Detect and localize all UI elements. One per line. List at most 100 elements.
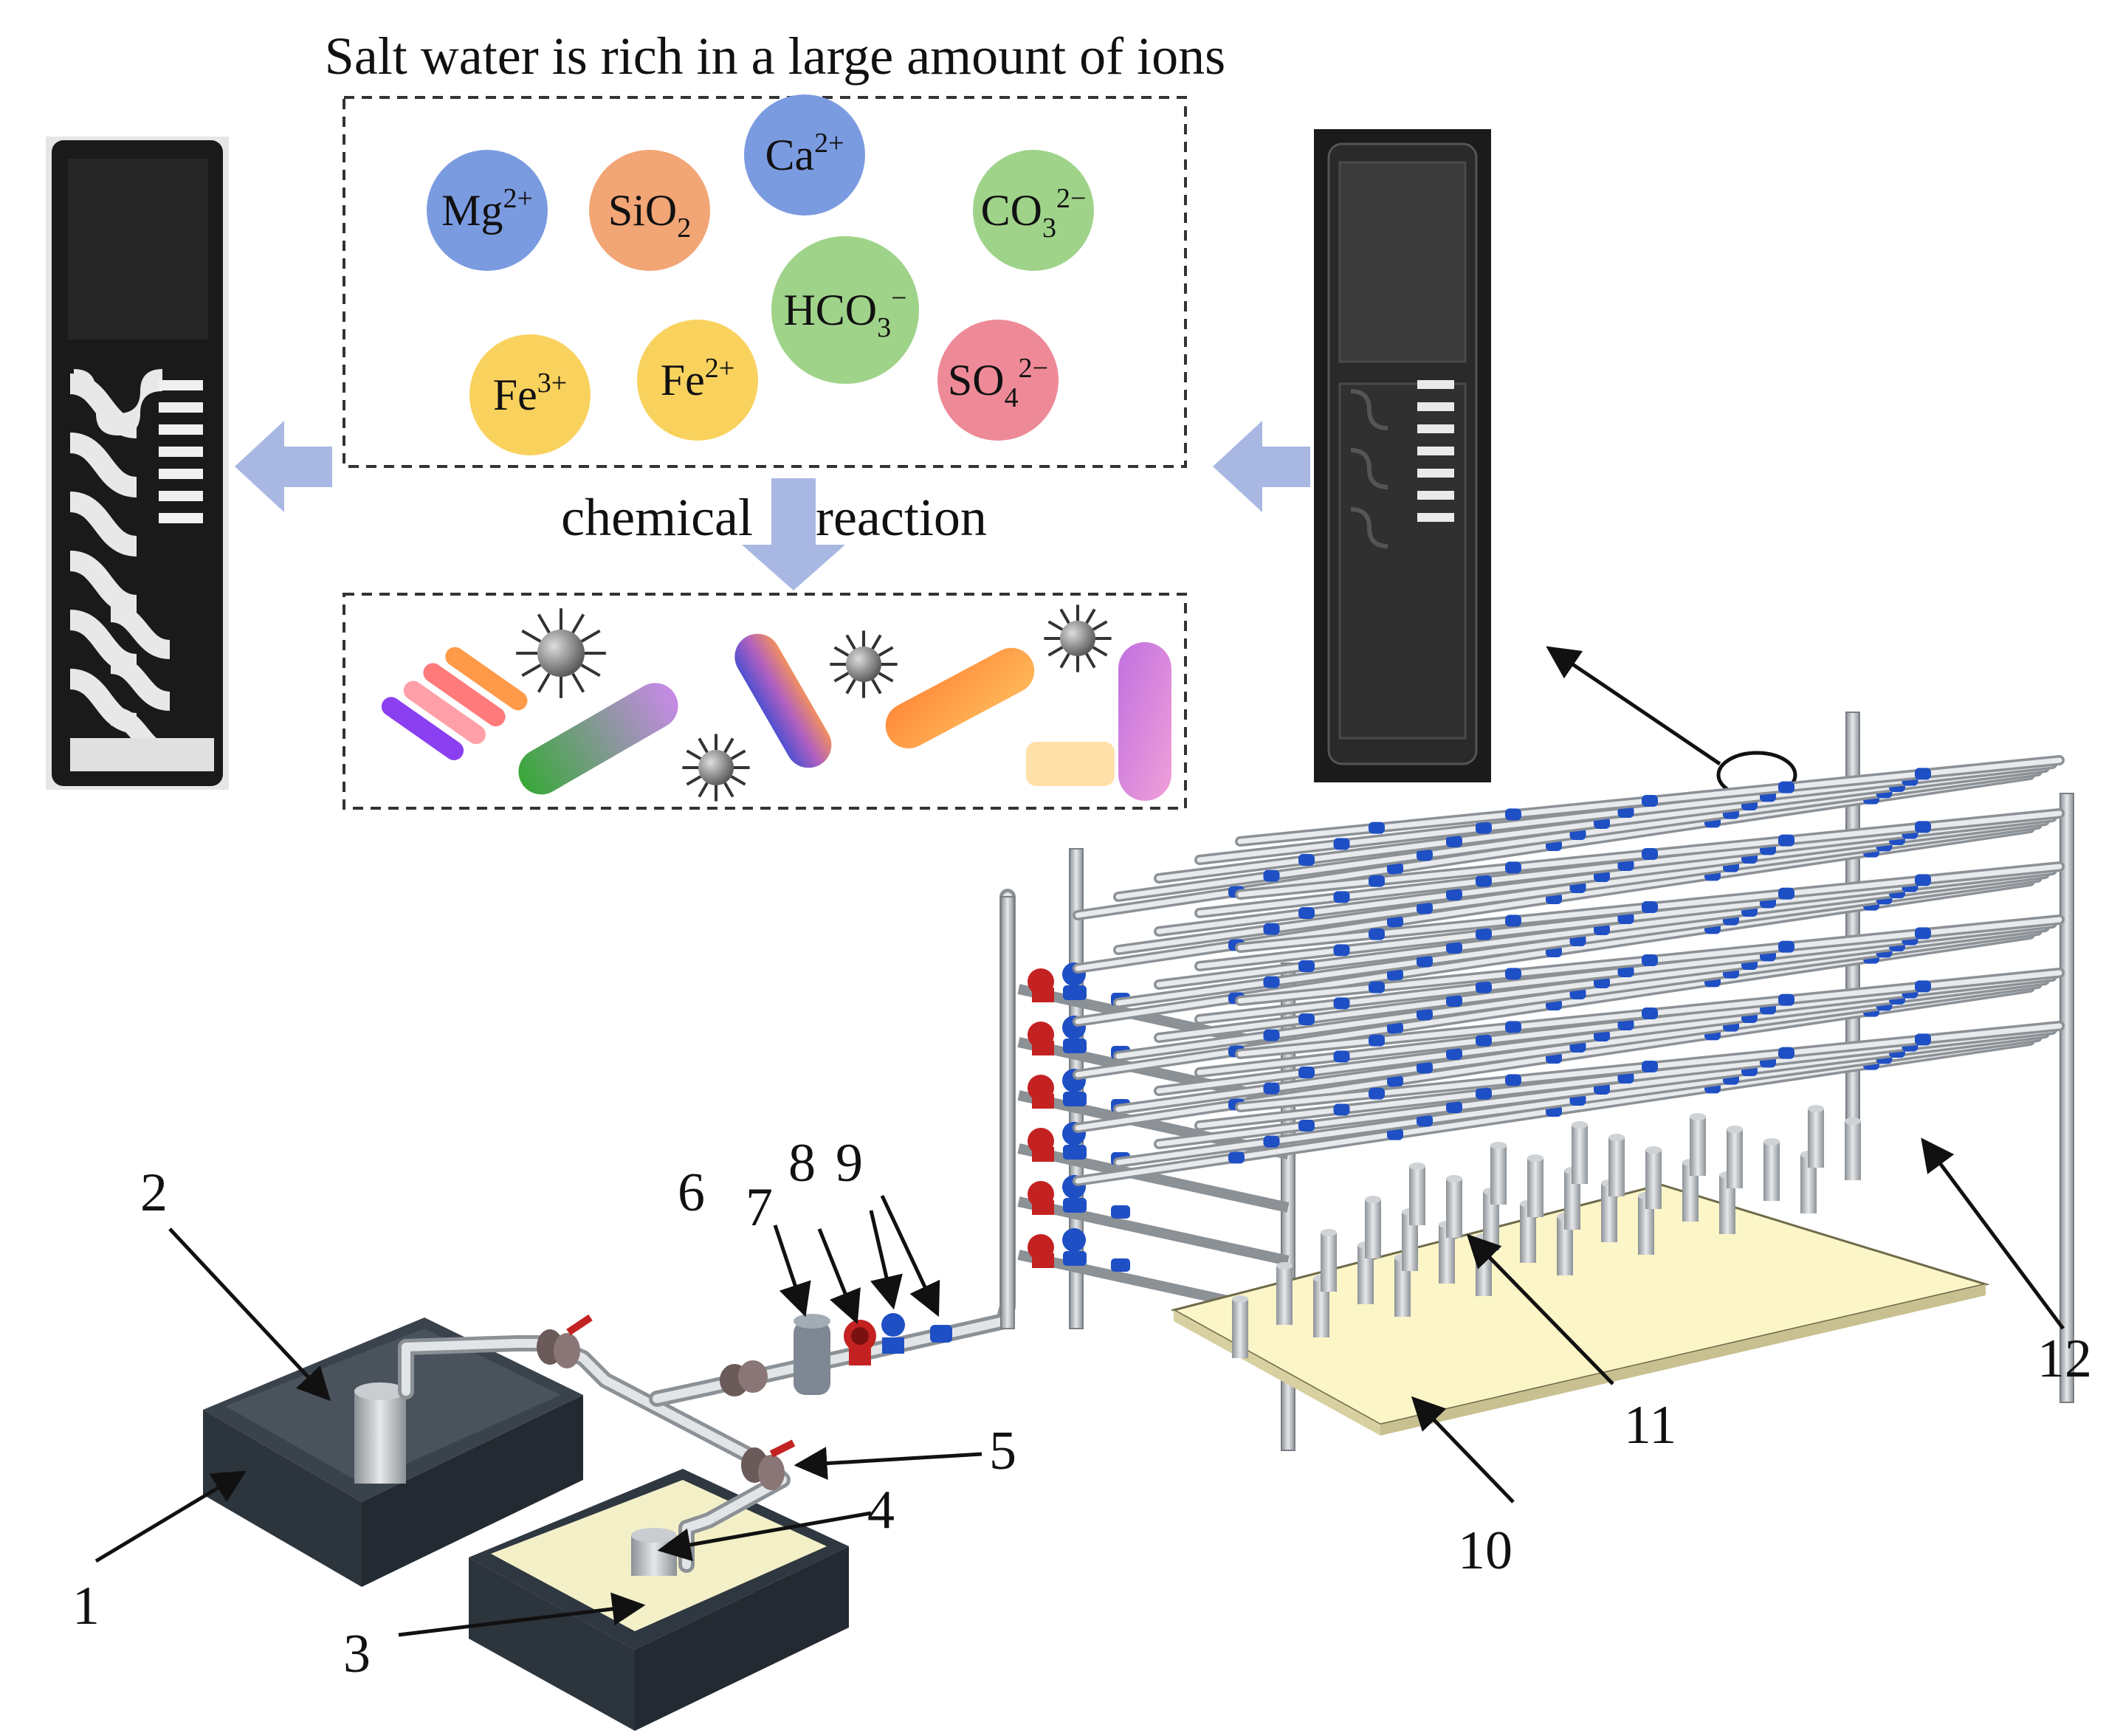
blue-sample	[1298, 907, 1315, 919]
ion-formula: Ca2+	[765, 128, 844, 179]
spiky-ball	[516, 608, 606, 698]
blue-sample	[1387, 862, 1403, 875]
blue-sample	[1387, 1022, 1403, 1034]
blue-sample	[1387, 915, 1403, 928]
blue-sample	[1476, 981, 1492, 993]
ion-5: HCO3−	[771, 236, 919, 384]
meter-body	[1063, 1251, 1087, 1266]
callout-6: 6	[678, 1162, 705, 1223]
callout-11: 11	[1624, 1395, 1676, 1456]
right-arrow	[1213, 421, 1310, 512]
specimen-post	[1446, 1175, 1462, 1238]
ion-circle	[744, 94, 865, 216]
blue-sample	[1417, 1061, 1433, 1074]
callout-1: 1	[72, 1576, 100, 1636]
ion-8: SO42−	[937, 320, 1059, 441]
precipitate-particles	[381, 604, 1171, 802]
blue-sample	[1298, 1013, 1315, 1025]
blue-sample	[1263, 1029, 1280, 1041]
blue-sample	[1446, 1048, 1462, 1060]
ion-circle	[937, 320, 1059, 441]
blue-sample	[1476, 1087, 1492, 1100]
valve-body	[1032, 1041, 1054, 1055]
blue-sample	[1263, 1135, 1280, 1148]
blue-sample	[1915, 1033, 1931, 1046]
blue-sample	[1617, 859, 1634, 871]
specimen-post	[1409, 1162, 1425, 1225]
rack-rod	[1235, 914, 2065, 1006]
rack-upright	[2059, 793, 2074, 1403]
blue-sample	[1446, 1101, 1462, 1113]
ion-7: Fe2+	[637, 320, 758, 441]
spiky-ball	[682, 734, 750, 802]
callout-10: 10	[1458, 1520, 1512, 1581]
callout-12: 12	[2037, 1329, 2092, 1389]
blue-sample	[1333, 891, 1350, 903]
ion-circle	[427, 150, 548, 271]
blue-sample	[1263, 923, 1280, 935]
blue-sample	[1417, 849, 1433, 861]
blue-sample	[1617, 912, 1634, 924]
callout-8: 8	[788, 1133, 816, 1194]
blue-sample	[1369, 981, 1385, 993]
ion-circle	[637, 320, 758, 441]
sample-pointer-arrow	[1546, 646, 1721, 766]
blue-sample	[1298, 1120, 1315, 1132]
spiky-balls	[516, 604, 1112, 802]
blue-sample	[1446, 889, 1462, 900]
blue-sample	[1778, 1047, 1794, 1059]
ion-formula: SO42−	[948, 353, 1048, 413]
callout-3: 3	[343, 1624, 371, 1684]
blue-sample	[1446, 995, 1462, 1007]
ion-2: SiO2	[589, 150, 710, 271]
rod-green-purple	[518, 683, 678, 795]
callout-labels: 1 2 3 4 5 6 7 8 9 10 11 12	[72, 1133, 2092, 1684]
blue-sample	[1298, 960, 1315, 972]
blue-sample	[1369, 928, 1385, 940]
blue-sample	[1505, 914, 1521, 927]
ion-4: CO32−	[973, 150, 1094, 271]
blue-sample	[1446, 942, 1462, 954]
rack-rod	[1235, 968, 2065, 1059]
blue-sample	[1476, 822, 1492, 834]
callout-2: 2	[140, 1162, 168, 1223]
blue-sample	[1333, 997, 1350, 1010]
blue-sample	[1387, 1128, 1403, 1140]
blue-sample	[1505, 1074, 1521, 1086]
specimen-photo-left	[46, 137, 229, 790]
spiky-ball	[1044, 604, 1112, 672]
blue-sample	[1505, 1021, 1521, 1033]
blue-sample	[1333, 944, 1350, 957]
ion-box	[343, 96, 1187, 468]
blue-sample	[1505, 968, 1521, 980]
base-plate-edge	[1174, 1310, 1380, 1436]
blue-sample	[1505, 861, 1521, 874]
specimen-post	[1608, 1134, 1625, 1196]
blue-sample	[1369, 1087, 1385, 1100]
left-arrow	[235, 421, 332, 512]
valve-body	[1032, 988, 1054, 1002]
blue-sample	[1417, 1008, 1433, 1021]
blue-sample	[1617, 965, 1634, 977]
specimen-post	[1527, 1154, 1543, 1217]
rack-rod	[1235, 861, 2065, 953]
ion-1: Mg2+	[427, 150, 548, 271]
valve-body	[1032, 1094, 1054, 1109]
specimen-post	[1490, 1142, 1507, 1205]
valve-body	[1032, 1147, 1054, 1162]
spiky-ball	[830, 630, 898, 698]
specimen-post	[1232, 1295, 1248, 1358]
callout-5: 5	[989, 1421, 1016, 1481]
blue-sample	[1298, 854, 1315, 866]
rod-pink	[1118, 642, 1171, 801]
blue-sample	[1915, 874, 1931, 886]
rack-rod	[1235, 755, 2065, 847]
ion-circle	[469, 334, 591, 455]
specimen-post	[1845, 1117, 1861, 1180]
reaction-down-arrow	[742, 478, 845, 590]
blue-sample	[1778, 781, 1794, 793]
blue-sample	[1476, 1034, 1492, 1047]
blue-sample	[1417, 1115, 1433, 1127]
